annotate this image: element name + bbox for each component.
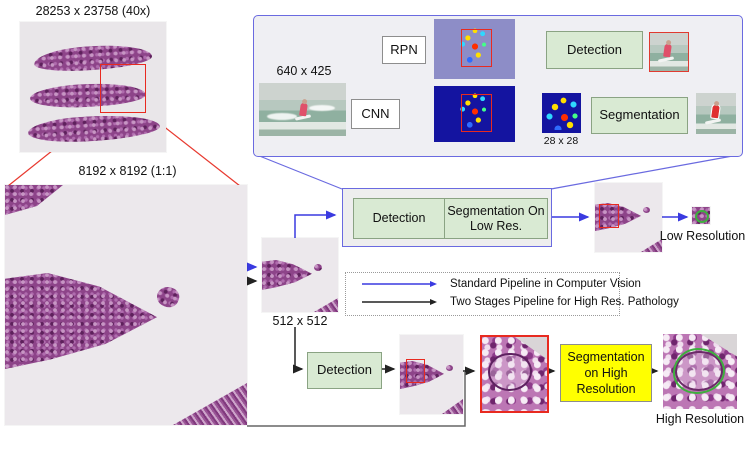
tissue-wedge: [5, 273, 157, 369]
surfer-mask: [709, 103, 722, 120]
legend-standard-row: Standard Pipeline in Computer Vision: [360, 278, 641, 290]
patch-size-label: 512 x 512: [272, 314, 328, 328]
high-res-result-image: [663, 334, 737, 409]
detected-roi-box: [406, 359, 425, 383]
cnn-node: CNN: [351, 99, 400, 129]
rpn-feature-map: [434, 19, 515, 79]
standard-arrow-icon: [362, 281, 437, 287]
tissue-corner: [173, 383, 247, 425]
high-res-segmentation-node: Segmentation on High Resolution: [560, 344, 652, 402]
legend-two-stages-row: Two Stages Pipeline for High Res. Pathol…: [360, 296, 679, 308]
surfboard: [657, 56, 675, 63]
cnn-feature-map: [434, 86, 515, 142]
tissue-fragment: [154, 283, 182, 311]
high-res-detection-node: Detection: [307, 352, 382, 389]
mask-size-label: 28 x 28: [543, 135, 579, 147]
rpn-node: RPN: [382, 36, 426, 64]
cv-detection-node: Detection: [546, 31, 643, 69]
low-res-seg-thumbnail: [692, 207, 710, 224]
glomerulus: [488, 353, 532, 391]
legend-two-stages-label: Two Stages Pipeline for High Res. Pathol…: [450, 296, 679, 308]
seg-contour: [695, 210, 709, 223]
cv-pipeline-frame: 640 x 425 RPN CNN Detection 28 x 28 Segm…: [253, 15, 743, 157]
cv-segmentation-node: Segmentation: [591, 97, 688, 134]
detection-result-image: [400, 335, 463, 414]
surfer-figure: [663, 43, 672, 58]
detected-roi-box: [599, 204, 619, 228]
low-res-steps-table: Detection Segmentation On Low Res.: [353, 198, 548, 239]
crop-8192-image: [5, 185, 247, 425]
low-res-segmentation-cell: Segmentation On Low Res.: [445, 198, 548, 239]
foam: [267, 113, 297, 120]
mask-28x28-map: [542, 93, 581, 133]
tissue-fragment: [643, 207, 650, 213]
tissue-fragment: [5, 185, 63, 215]
crop-size-label: 8192 x 8192 (1:1): [78, 164, 177, 178]
tissue-fragment: [446, 365, 453, 371]
wsi-thumbnail-image: [20, 22, 166, 152]
pipeline-callout-lines: [256, 154, 739, 190]
tissue-fragment: [314, 264, 322, 271]
patch-512-image: [262, 238, 338, 312]
proposal-box: [461, 94, 492, 132]
feature-heat-blob: [458, 92, 492, 132]
tissue-wedge: [262, 260, 312, 290]
low-res-detection-cell: Detection: [353, 198, 445, 239]
low-res-pipeline-frame: Detection Segmentation On Low Res.: [342, 188, 552, 247]
mask-heat-blob: [545, 96, 578, 130]
surfer-image: [259, 83, 346, 136]
natural-image-size-label: 640 x 425: [276, 64, 332, 78]
legend-box: Standard Pipeline in Computer Vision Two…: [345, 272, 679, 316]
tissue-strip: [27, 111, 161, 146]
proposal-box: [461, 29, 492, 67]
high-res-crop-image: [480, 335, 549, 413]
detected-surfer-image: [649, 32, 689, 72]
seg-contour: [673, 348, 725, 394]
low-res-result-image: [595, 183, 662, 252]
foam: [309, 105, 335, 111]
surfboard: [704, 118, 722, 125]
low-res-output-label: Low Resolution: [659, 229, 746, 243]
high-res-output-label: High Resolution: [655, 412, 745, 426]
feature-heat-blob: [458, 27, 492, 67]
wsi-roi-box: [100, 64, 146, 113]
tissue-corner: [442, 399, 463, 414]
two-stages-arrow-icon: [362, 299, 437, 305]
segmented-surfer-image: [696, 93, 736, 134]
tissue-corner: [314, 298, 338, 312]
wsi-size-label: 28253 x 23758 (40x): [35, 4, 151, 18]
legend-standard-label: Standard Pipeline in Computer Vision: [450, 278, 641, 290]
